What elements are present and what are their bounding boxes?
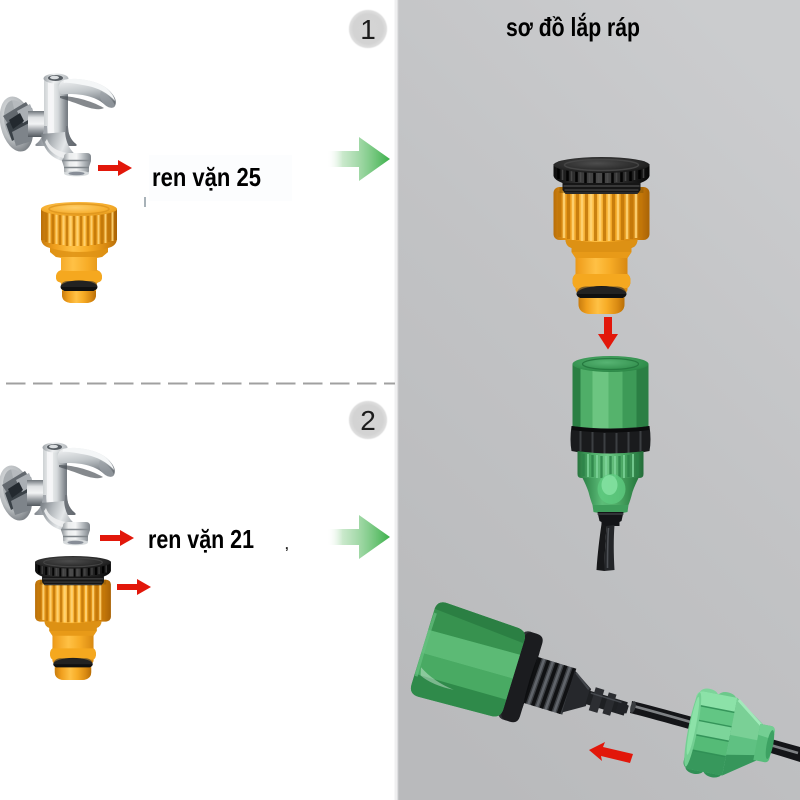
svg-text:ren vặn 25: ren vặn 25: [152, 162, 261, 192]
svg-text:,: ,: [285, 537, 289, 552]
svg-text:1: 1: [360, 14, 376, 45]
svg-text:sơ đồ lắp ráp: sơ đồ lắp ráp: [506, 12, 640, 42]
svg-text:ren vặn 21: ren vặn 21: [148, 524, 254, 554]
svg-text:2: 2: [360, 405, 376, 436]
